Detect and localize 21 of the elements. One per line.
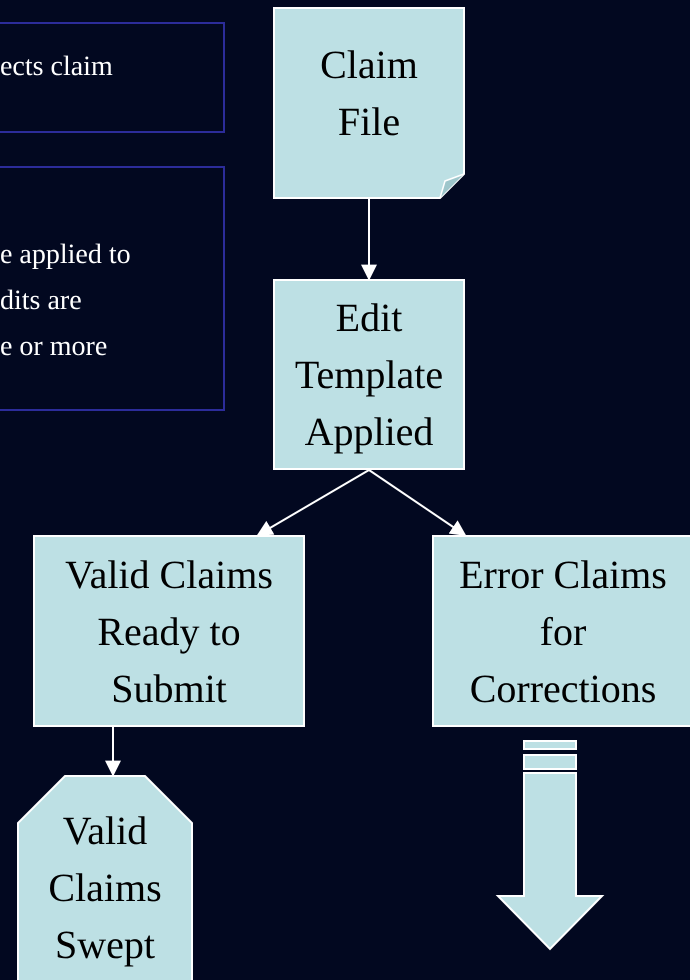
arrow — [368, 469, 466, 536]
note-box — [0, 166, 225, 411]
node-label: Valid Claims Ready to Submit — [64, 550, 274, 712]
process-box — [432, 535, 690, 727]
octagon-node — [17, 775, 193, 980]
note-text: e or more — [0, 330, 108, 364]
process-box — [273, 279, 465, 470]
node-label: Claim File — [319, 41, 419, 146]
block-arrow — [496, 740, 604, 950]
process-box — [33, 535, 305, 727]
arrow — [105, 727, 121, 777]
note-text: dits are — [0, 284, 82, 318]
note-text: ects claim — [0, 50, 113, 84]
node-label: Error Claims for Corrections — [458, 550, 668, 712]
arrow — [361, 199, 377, 281]
note-text: e applied to — [0, 238, 131, 272]
note-box — [0, 22, 225, 133]
node-label: Valid Claims Swept — [47, 807, 163, 969]
document-node — [273, 7, 465, 199]
node-label: Edit Template Applied — [294, 294, 444, 456]
arrow — [256, 469, 370, 536]
